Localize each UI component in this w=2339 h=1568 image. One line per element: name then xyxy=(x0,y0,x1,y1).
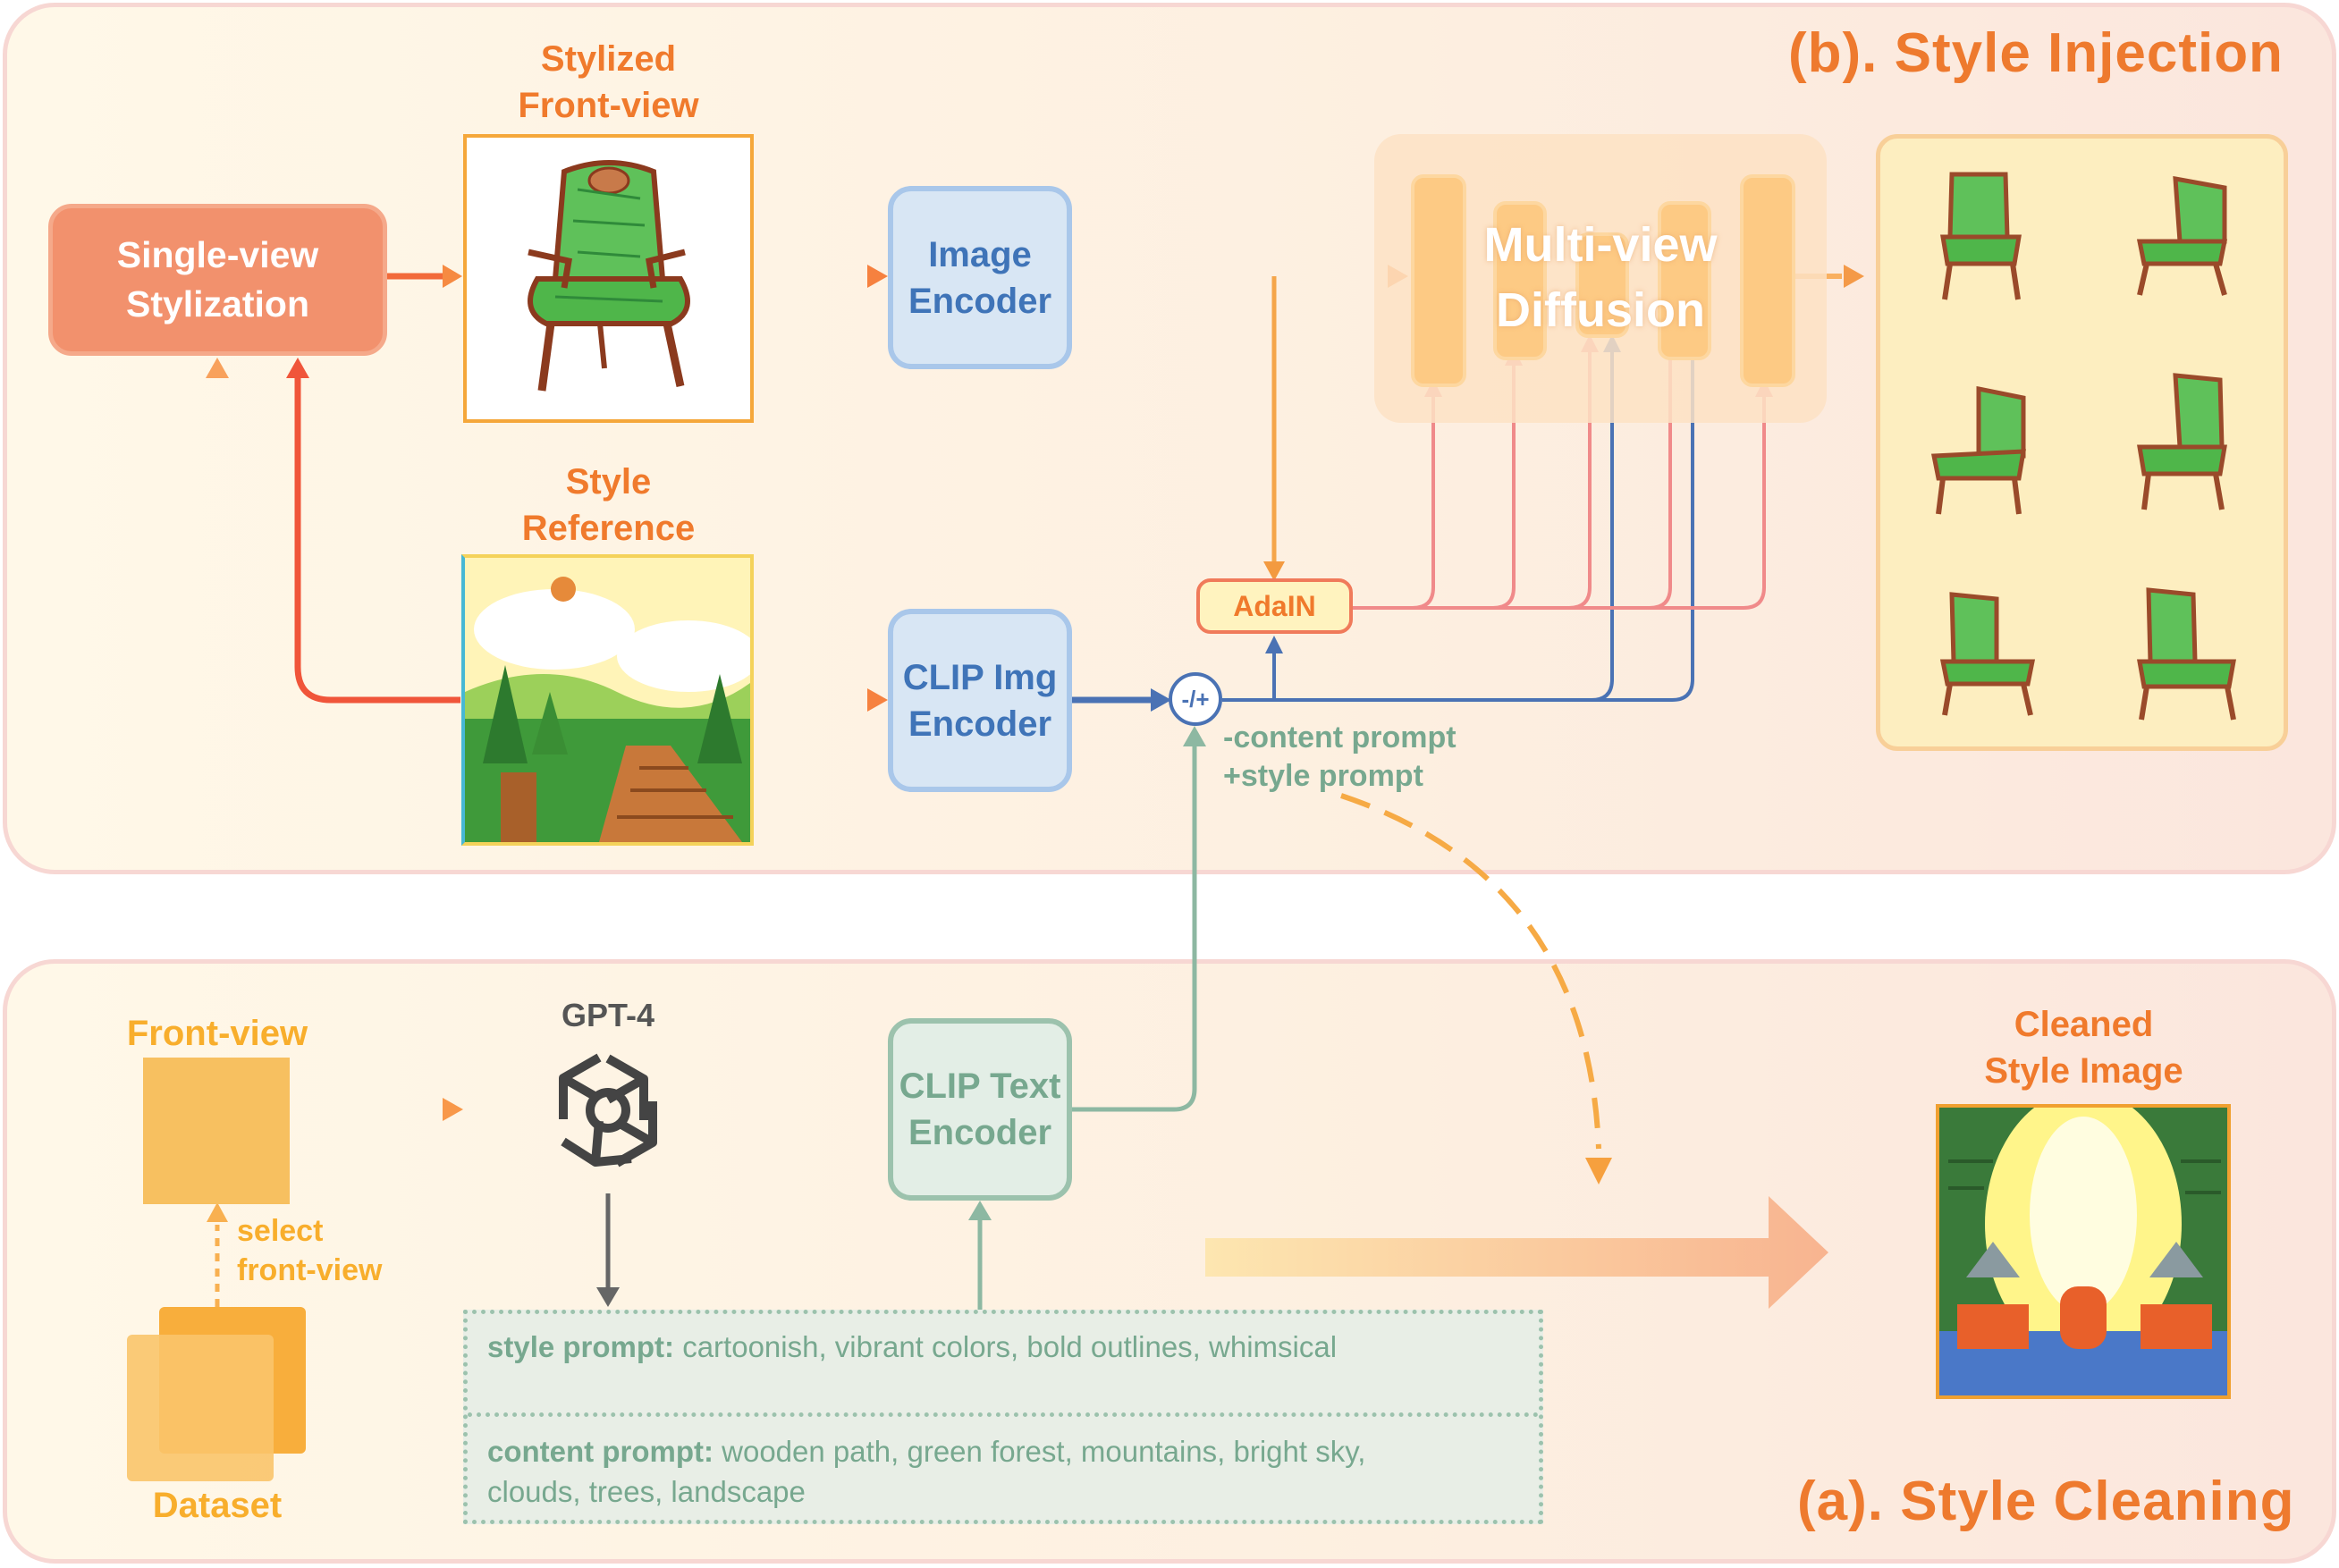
output-chair-2 xyxy=(2136,175,2228,296)
unet-block-5 xyxy=(1740,174,1795,387)
adain-label: AdaIN xyxy=(1233,589,1316,622)
arrow-image-encoder-to-diffusion xyxy=(1072,265,1408,288)
arrow-clip-img-to-combine xyxy=(1072,688,1171,712)
style-prompt-op-label: +style prompt xyxy=(1223,759,1423,793)
front-view-square xyxy=(143,1058,290,1204)
unet-block-4 xyxy=(1658,201,1711,360)
output-chairs xyxy=(1930,172,2236,721)
stylized-front-view-image xyxy=(463,134,754,423)
gpt4-title: GPT-4 xyxy=(561,997,655,1033)
clip-text-encoder-label-2: Encoder xyxy=(908,1113,1052,1152)
clip-img-encoder-label-1: CLIP Img xyxy=(902,657,1058,697)
content-prompt-op-label: -content prompt xyxy=(1223,721,1457,754)
output-chair-5 xyxy=(1939,592,2036,716)
cleaned-style-image-title: Cleaned Style Image xyxy=(1938,1001,2229,1094)
cleaned-style-image xyxy=(1936,1104,2231,1399)
style-prompt-line: style prompt: cartoonish, vibrant colors… xyxy=(487,1330,1337,1364)
dataset-square-front xyxy=(127,1335,274,1481)
image-encoder-label-2: Encoder xyxy=(908,281,1052,321)
prompts-box: style prompt: cartoonish, vibrant colors… xyxy=(463,1310,1543,1524)
select-front-view-label: select front-view xyxy=(237,1211,382,1290)
arrow-dataset-to-front-view xyxy=(207,1202,228,1307)
output-chair-3 xyxy=(1930,385,2026,515)
style-reference-image xyxy=(461,554,754,846)
single-view-stylization-box[interactable]: Single-view Stylization xyxy=(48,204,387,356)
output-chair-6 xyxy=(2137,587,2236,721)
style-reference-title-2: Reference xyxy=(521,509,696,548)
cleaned-style-image-title-2: Style Image xyxy=(1984,1051,2183,1091)
stylized-front-view-title-2: Front-view xyxy=(518,86,699,125)
openai-logo-icon xyxy=(559,1053,657,1168)
clip-text-encoder-box[interactable]: CLIP Text Encoder xyxy=(888,1018,1072,1201)
big-cleaning-arrow xyxy=(1205,1196,1828,1309)
style-injection-title: (b). Style Injection xyxy=(1788,22,2284,84)
select-front-view-label-2: front-view xyxy=(237,1253,383,1288)
unet-block-2 xyxy=(1493,201,1547,360)
arrow-style-reference-to-clip-img xyxy=(754,688,888,712)
adain-box[interactable]: AdaIN xyxy=(1196,578,1353,634)
arrow-stylization-to-front-view xyxy=(387,265,462,288)
arrow-front-view-to-image-encoder xyxy=(754,265,888,288)
multi-view-output-panel xyxy=(1876,134,2288,751)
stylized-front-view-title: Stylized Front-view xyxy=(463,36,754,129)
arrow-front-view-to-stylization xyxy=(206,358,229,1010)
stylized-chair-icon xyxy=(527,159,690,392)
combine-operator-label: -/+ xyxy=(1181,685,1210,712)
arrow-prompt-to-cleaning xyxy=(1340,793,1612,1184)
arrow-front-view-to-gpt4 xyxy=(326,1098,463,1121)
clip-img-encoder-label-2: Encoder xyxy=(908,704,1052,744)
single-view-stylization-label-2: Stylization xyxy=(125,283,310,325)
dataset-title: Dataset xyxy=(152,1486,283,1525)
blue-injection-lines xyxy=(1222,349,1694,702)
image-encoder-label-1: Image xyxy=(928,234,1032,274)
cleaned-style-image-title-1: Cleaned xyxy=(2014,1005,2154,1044)
front-view-title: Front-view xyxy=(126,1014,308,1053)
content-prompt-value-2: clouds, trees, landscape xyxy=(487,1474,806,1508)
output-chair-1 xyxy=(1940,172,2022,300)
unet-block-3 xyxy=(1575,232,1629,338)
arrow-prompts-to-clip-text xyxy=(968,1201,992,1310)
arrow-style-reference-to-stylization xyxy=(286,358,460,704)
single-view-stylization-label-1: Single-view xyxy=(116,233,319,275)
cleaned-scene-icon xyxy=(1939,1108,2227,1395)
combine-operator: -/+ xyxy=(1169,672,1222,726)
clip-img-encoder-box[interactable]: CLIP Img Encoder xyxy=(888,609,1072,792)
stylized-front-view-title-1: Stylized xyxy=(540,39,677,79)
select-front-view-label-1: select xyxy=(237,1214,324,1248)
multi-view-diffusion-label-2: Diffusion xyxy=(1496,282,1705,337)
style-prompt-key: style prompt: xyxy=(487,1330,675,1363)
output-chair-4 xyxy=(2137,373,2227,510)
image-encoder-box[interactable]: Image Encoder xyxy=(888,186,1072,369)
content-prompt-key: content prompt: xyxy=(487,1435,714,1468)
arrow-image-encoder-to-adain xyxy=(1263,276,1285,581)
content-prompt-value-1: wooden path, green forest, mountains, br… xyxy=(722,1435,1366,1468)
arrow-gpt4-to-prompts xyxy=(596,1193,620,1307)
style-prompt-value: cartoonish, vibrant colors, bold outline… xyxy=(682,1330,1338,1363)
landscape-icon xyxy=(465,558,750,842)
style-cleaning-title: (a). Style Cleaning xyxy=(1797,1471,2295,1532)
unet-block-1 xyxy=(1411,174,1466,387)
content-prompt-line: content prompt: wooden path, green fores… xyxy=(487,1432,1365,1512)
style-reference-title: Style Reference xyxy=(463,459,754,552)
multi-view-diffusion-label-1: Multi-view xyxy=(1483,218,1718,272)
style-reference-title-1: Style xyxy=(565,462,652,502)
arrow-clip-text-to-combine xyxy=(1072,726,1206,1112)
multi-view-diffusion-label: Multi-view Diffusion xyxy=(1374,213,1827,343)
pink-adain-lines xyxy=(1353,349,1766,610)
prompts-divider xyxy=(468,1412,1539,1417)
clip-text-encoder-label-1: CLIP Text xyxy=(899,1066,1061,1106)
